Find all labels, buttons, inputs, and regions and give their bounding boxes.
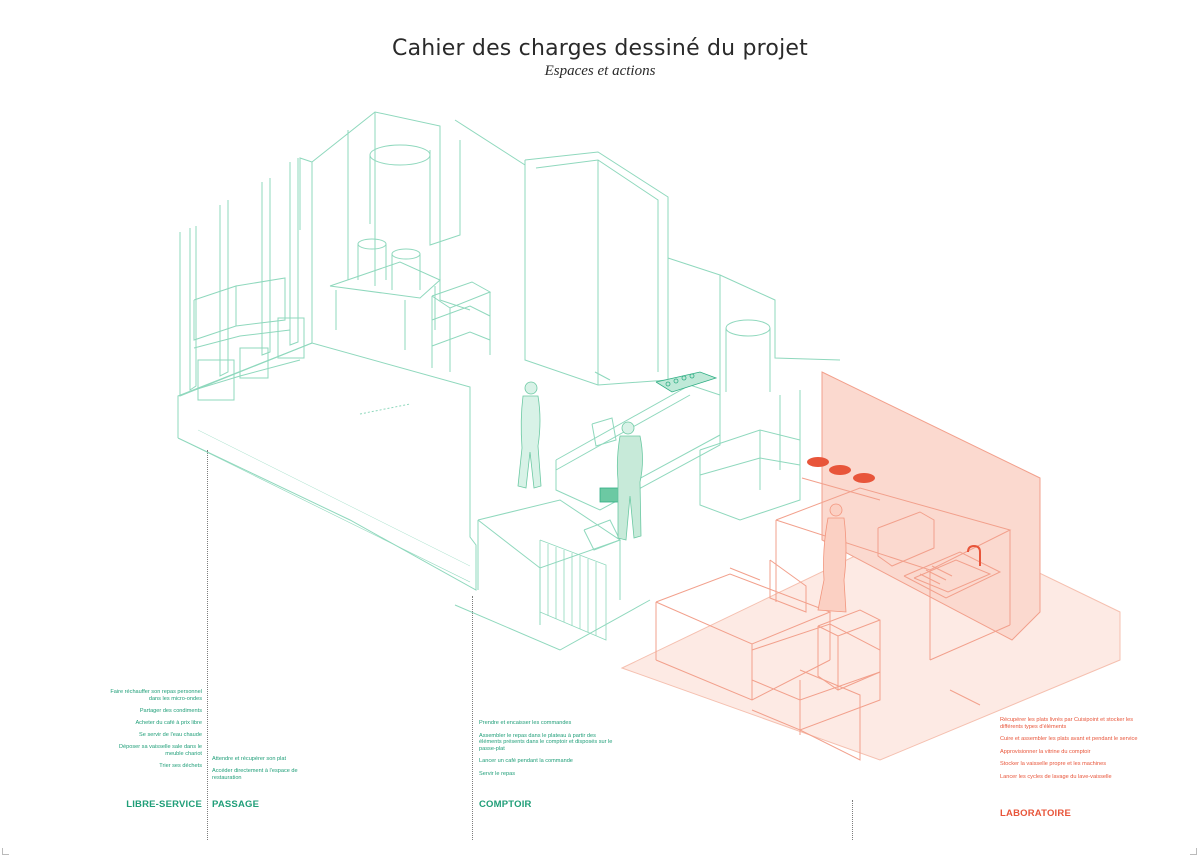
action-item: Récupérer les plats livrés par Cuisipoin… xyxy=(1000,717,1134,730)
page-title: Cahier des charges dessiné du projet xyxy=(392,36,808,61)
green-floor-outline xyxy=(177,342,477,591)
lab-door xyxy=(769,559,807,613)
action-item: Faire réchauffer son repas personnel dan… xyxy=(110,689,202,702)
person-body xyxy=(517,395,542,489)
radiator xyxy=(539,539,607,641)
divider-comptoir-labo xyxy=(852,800,853,840)
green-structure xyxy=(177,111,841,651)
action-item: Partager des condiments xyxy=(139,707,202,714)
laboratoire-actions: Récupérer les plats livrés par Cuisipoin… xyxy=(1000,717,1140,787)
zone-label-passage: PASSAGE xyxy=(212,799,260,810)
page-subtitle: Espaces et actions xyxy=(544,63,656,79)
lab-sink xyxy=(903,551,1002,599)
green-shelving xyxy=(193,285,237,341)
pot xyxy=(807,457,829,467)
crop-mark xyxy=(1190,848,1197,855)
zone-label-libre-service: LIBRE-SERVICE xyxy=(126,799,202,810)
action-item: Stocker la vaisselle propre et les machi… xyxy=(1000,761,1107,768)
divider-libre-passage xyxy=(207,450,208,840)
action-item: Lancer un café pendant la commande xyxy=(479,758,573,765)
crop-mark xyxy=(2,848,9,855)
passage-actions: Attendre et récupérer son plat Accéder d… xyxy=(212,756,307,787)
action-item: Attendre et récupérer son plat xyxy=(212,756,287,762)
vitrine xyxy=(599,371,718,503)
lab-shelf-unit xyxy=(751,623,881,731)
libre-service-actions: Faire réchauffer son repas personnel dan… xyxy=(110,689,202,775)
lab-structure xyxy=(620,371,1121,761)
action-item: Acheter du café à prix libre xyxy=(135,719,202,726)
green-partition xyxy=(429,140,461,246)
lab-oven xyxy=(817,609,881,691)
person-body xyxy=(616,435,643,541)
zone-label-comptoir: COMPTOIR xyxy=(479,799,532,810)
action-item: Se servir de l'eau chaude xyxy=(139,732,202,739)
person-head xyxy=(829,503,843,517)
cash-register xyxy=(591,417,617,447)
green-cold-room xyxy=(524,151,669,386)
person-body xyxy=(817,517,847,613)
green-back-wall xyxy=(179,157,313,397)
pot xyxy=(853,473,875,483)
pot xyxy=(829,465,851,475)
green-figures xyxy=(517,381,643,541)
zone-label-laboratoire: LABORATOIRE xyxy=(1000,808,1071,819)
action-item: Approvisionner la vitrine du comptoir xyxy=(1000,748,1091,755)
divider-passage-comptoir xyxy=(472,596,473,840)
green-trolley xyxy=(431,281,492,309)
action-item: Déposer sa vaisselle sale dans le meuble… xyxy=(118,744,202,757)
lab-accents xyxy=(807,457,981,566)
person-head xyxy=(621,421,635,435)
comptoir-actions: Prendre et encaisser les commandes Assem… xyxy=(479,720,614,784)
person-head xyxy=(524,381,538,395)
green-table xyxy=(329,261,441,299)
action-item: Trier ses déchets xyxy=(159,763,202,770)
action-item: Lancer les cycles de lavage du lave-vais… xyxy=(1000,773,1112,780)
lab-figure xyxy=(817,503,847,613)
action-item: Servir le repas xyxy=(479,770,516,777)
action-item: Prendre et encaisser les commandes xyxy=(479,720,572,726)
action-item: Cuire et assembler les plats avant et pe… xyxy=(1000,736,1138,743)
action-item: Accéder directement à l'espace de restau… xyxy=(212,768,298,781)
action-item: Assembler le repas dans le plateau à par… xyxy=(479,732,613,752)
